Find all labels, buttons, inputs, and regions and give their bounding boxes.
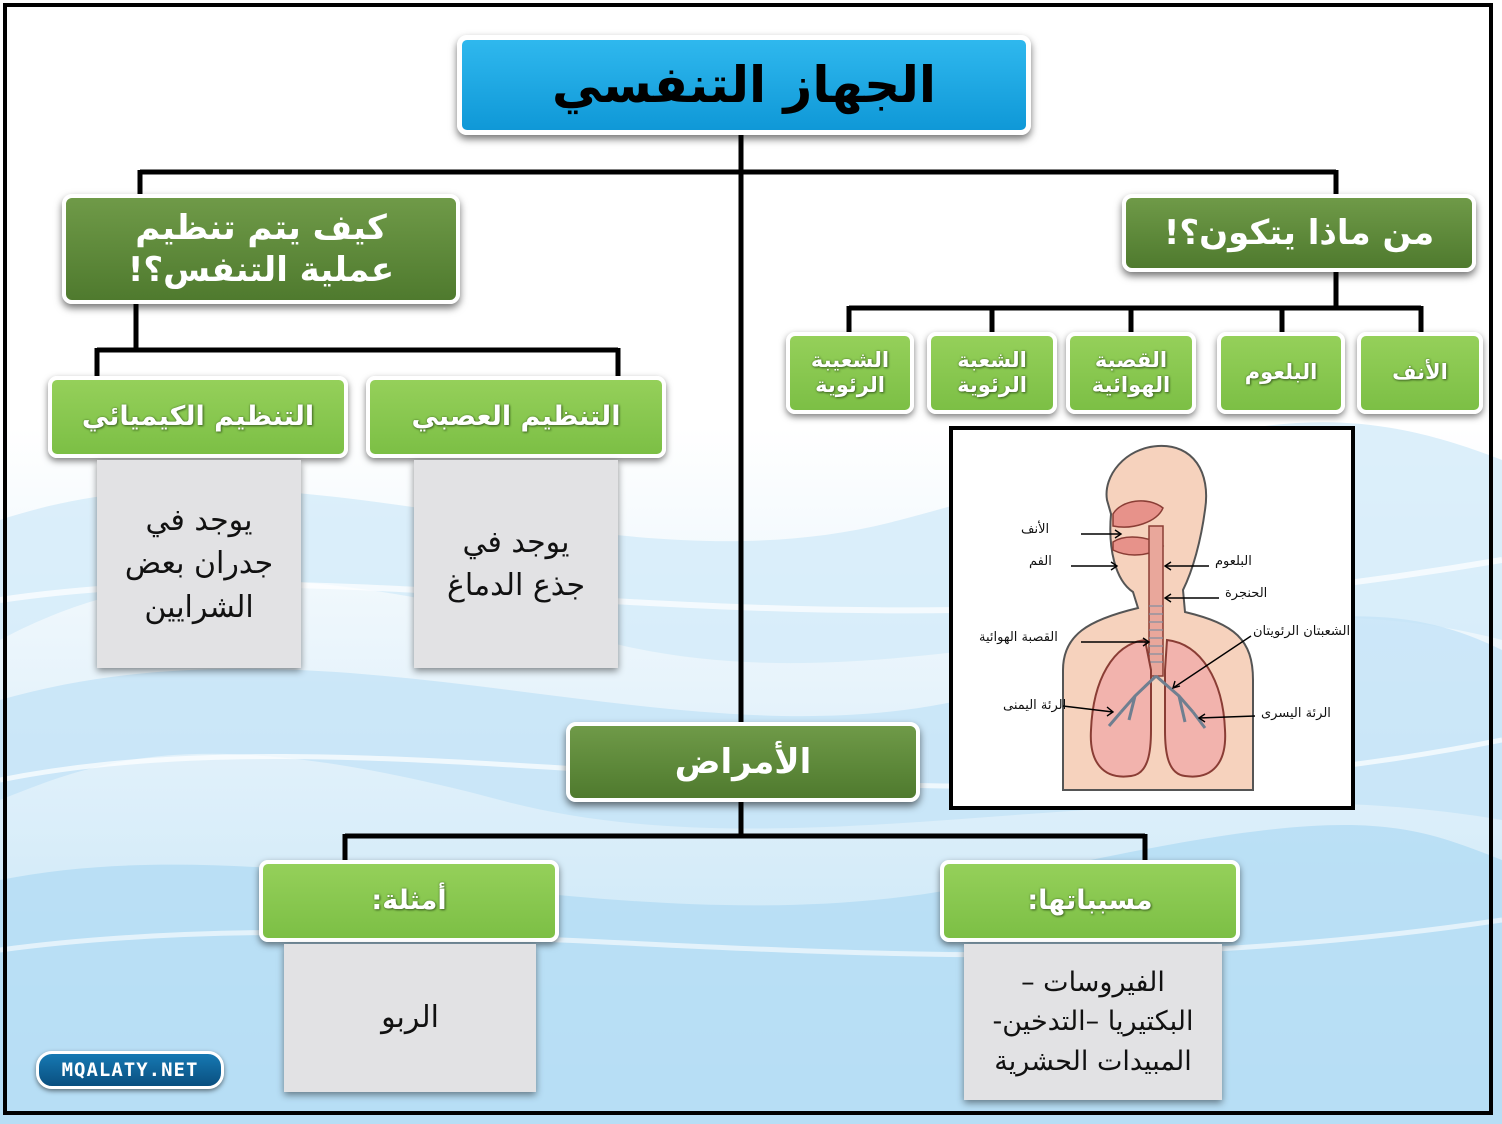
- part-label: القصبة الهوائية: [1091, 347, 1171, 397]
- site-watermark-logo: MQALATY.NET: [36, 1051, 224, 1089]
- part-label: الشعيبة الرئوية: [810, 347, 890, 397]
- anatomy-label-nose: الأنف: [1021, 522, 1050, 537]
- page-title: الجهاز التنفسي: [551, 56, 937, 114]
- nervous-desc-box: يوجد في جذع الدماغ: [414, 460, 618, 668]
- watermark-text: MQALATY.NET: [61, 1059, 199, 1081]
- anatomy-label-bronchi: الشعبتان الرئويتان: [1253, 624, 1351, 639]
- chemical-regulation-box: التنظيم الكيميائي: [48, 376, 348, 458]
- chemical-desc: يوجد في جدران بعض الشرايين: [124, 502, 274, 625]
- examples-desc-box: الربو: [284, 944, 536, 1092]
- title-box: الجهاز التنفسي: [457, 35, 1031, 135]
- regulation-header: كيف يتم تنظيم عملية التنفس؟!: [127, 207, 395, 291]
- anatomy-label-trachea: القصبة الهوائية: [979, 630, 1058, 645]
- nervous-regulation-label: التنظيم العصبي: [411, 400, 621, 432]
- nervous-regulation-box: التنظيم العصبي: [366, 376, 666, 458]
- examples-desc: الربو: [381, 1000, 439, 1036]
- anatomy-label-mouth: الفم: [1029, 554, 1052, 569]
- respiratory-anatomy-figure: الأنف الفم البلعوم الحنجرة القصبة الهوائ…: [949, 426, 1355, 810]
- part-box-pharynx: البلعوم: [1217, 332, 1345, 414]
- causes-label: مسبباتها:: [1027, 884, 1153, 916]
- composition-header-box: من ماذا يتكون؟!: [1122, 194, 1476, 272]
- causes-desc: الفيروسات – البكتيريا –التدخين- المبيدات…: [992, 967, 1194, 1077]
- composition-header: من ماذا يتكون؟!: [1163, 212, 1435, 253]
- part-label: الشعبة الرئوية: [957, 347, 1027, 397]
- part-box-bronchiole: الشعيبة الرئوية: [786, 332, 914, 414]
- part-label: الأنف: [1392, 360, 1448, 385]
- causes-desc-box: الفيروسات – البكتيريا –التدخين- المبيدات…: [964, 944, 1222, 1100]
- nervous-desc: يوجد في جذع الدماغ: [446, 524, 586, 604]
- diseases-header-box: الأمراض: [566, 722, 920, 802]
- part-label: البلعوم: [1244, 360, 1318, 385]
- anatomy-drawing: [1062, 444, 1256, 791]
- diseases-header: الأمراض: [674, 741, 812, 782]
- chemical-desc-box: يوجد في جدران بعض الشرايين: [97, 460, 301, 668]
- part-box-trachea: القصبة الهوائية: [1066, 332, 1196, 414]
- anatomy-label-pharynx: البلعوم: [1215, 554, 1252, 569]
- part-box-nose: الأنف: [1357, 332, 1483, 414]
- examples-box: أمثلة:: [259, 860, 559, 942]
- causes-box: مسبباتها:: [940, 860, 1240, 942]
- regulation-header-box: كيف يتم تنظيم عملية التنفس؟!: [62, 194, 460, 304]
- chemical-regulation-label: التنظيم الكيميائي: [81, 400, 315, 432]
- anatomy-label-larynx: الحنجرة: [1225, 586, 1268, 601]
- anatomy-label-left-lung: الرئة اليسرى: [1261, 706, 1331, 721]
- anatomy-label-right-lung: الرئة اليمنى: [1003, 698, 1067, 713]
- examples-label: أمثلة:: [371, 884, 447, 916]
- part-box-bronchus: الشعبة الرئوية: [927, 332, 1057, 414]
